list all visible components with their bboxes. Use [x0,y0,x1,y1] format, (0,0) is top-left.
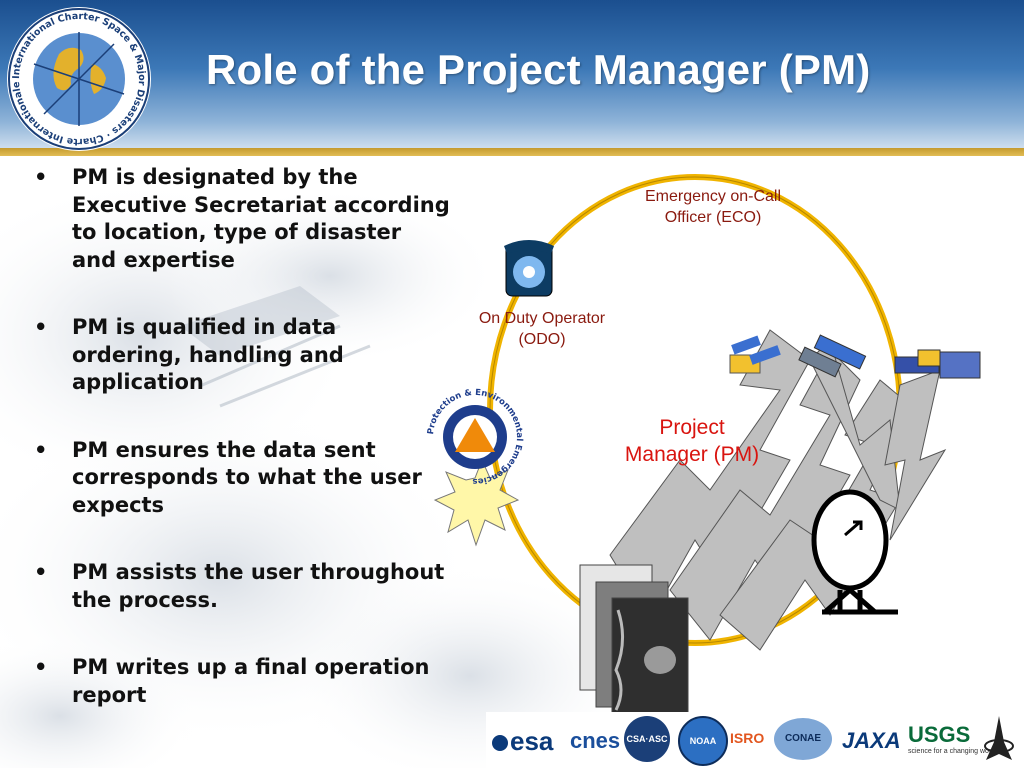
header-banner [0,0,1024,152]
header-divider [0,148,1024,156]
eco-label-line2: Officer (ECO) [664,209,762,226]
odo-label-line2: (ODO) [518,331,566,348]
odo-label-line1: On Duty Operator [478,310,606,327]
bullet-list: • PM is designated by the Executive Secre… [32,164,452,749]
agency-logo-strip: esa cnes CSA·ASC NOAA ISRO CONAE JAXA US… [486,712,1024,768]
bullet-text: PM is qualified in data ordering, handli… [72,315,344,394]
eco-label: Emergency on-Call Officer (ECO) [598,186,828,228]
bullet-text: PM writes up a final operation report [72,655,430,707]
csa-logo: CSA·ASC [624,716,670,762]
noaa-logo: NOAA [678,716,728,766]
esa-logo: esa [492,726,553,757]
charter-logo: International Charter Space & Major Disa… [4,4,151,151]
workflow-diagram: Civil Protection & Environmental Emergen… [420,160,1020,720]
satellite-icon [798,334,867,378]
cnes-logo: cnes [570,728,621,753]
roscosmos-logo [982,714,1016,764]
antenna-dish-icon [811,489,898,615]
telephone-icon [504,240,554,297]
usgs-logo-text: USGS [908,722,971,747]
esa-logo-text: esa [510,726,554,756]
pm-label-line2: Manager (PM) [624,443,760,466]
bullet-marker: • [34,165,48,189]
bullet-text: PM ensures the data sent corresponds to … [72,437,422,517]
diagram-graphics: Civil Protection & Environmental Emergen… [420,160,981,720]
bullet-item: • PM writes up a final operation report [32,654,452,709]
star-burst-icon [433,458,520,547]
page-title: Role of the Project Manager (PM) [206,46,871,93]
sar-image-stack [579,564,689,720]
isro-logo: ISRO [730,730,765,746]
pm-label-line1: Project [659,416,725,439]
conae-logo: CONAE [774,718,832,760]
bullet-item: • PM is qualified in data ordering, handl… [32,314,452,397]
roscosmos-icon [984,716,1014,760]
bullet-item: • PM is designated by the Executive Secre… [32,164,452,274]
bullet-text: PM assists the user throughout the proce… [72,560,445,612]
bullet-marker: • [34,655,48,679]
satellite-icon [894,349,981,379]
bullet-marker: • [34,560,48,584]
bullet-item: • PM assists the user throughout the proc… [32,559,452,614]
bullet-marker: • [34,437,48,462]
usgs-tagline: science for a changing world [908,748,997,755]
odo-label: On Duty Operator (ODO) [454,308,630,350]
jaxa-logo: JAXA [842,728,901,753]
eco-label-line1: Emergency on-Call [644,188,782,205]
usgs-logo: USGS science for a changing world [908,722,997,755]
lightning-icon [609,329,947,651]
bullet-text: PM is designated by the Executive Secret… [72,165,450,272]
satellite-icon [729,335,781,374]
pm-label: Project Manager (PM) [592,414,792,468]
bullet-marker: • [34,315,48,339]
bullet-item: • PM ensures the data sent corresponds to… [32,437,452,520]
